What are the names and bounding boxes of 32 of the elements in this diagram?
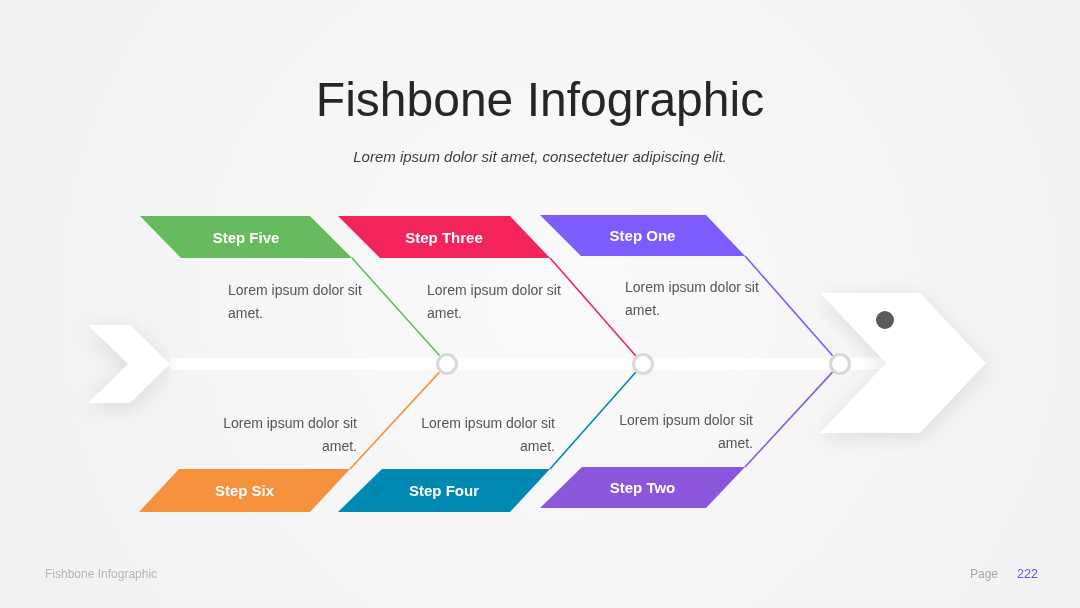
connector-line: [549, 371, 637, 470]
footer-text: Fishbone Infographic: [45, 566, 158, 582]
spine-line: [170, 358, 436, 370]
junction-circle: [632, 353, 654, 375]
step-banner: Step Four: [338, 469, 550, 512]
description-text: Lorem ipsum dolor sit amet.: [420, 413, 555, 456]
description-text: Lorem ipsum dolor sit amet.: [618, 410, 753, 453]
page-label: Page: [970, 566, 999, 582]
description-text: Lorem ipsum dolor sit amet.: [427, 280, 562, 323]
step-banner: Step Three: [338, 216, 550, 258]
step-banner: Step Two: [540, 467, 745, 508]
subtitle-text: Lorem ipsum dolor sit amet, consectetuer adipiscing elit.: [352, 147, 728, 167]
connector-line: [744, 255, 834, 357]
title-text: Fishbone Infographic: [314, 72, 766, 128]
connector-line: [351, 257, 441, 357]
page-number: 222: [1017, 566, 1038, 582]
connector-line: [349, 371, 441, 470]
description-text: Lorem ipsum dolor sit amet.: [222, 413, 357, 456]
step-banner: Step Five: [140, 216, 352, 258]
spine-line: [850, 357, 887, 370]
junction-circle: [829, 353, 851, 375]
spine-line: [654, 358, 829, 370]
step-banner: Step Six: [139, 469, 350, 512]
fish-tail: [88, 325, 170, 403]
connector-line: [549, 257, 637, 357]
connector-line: [744, 371, 834, 468]
fish-head: [820, 293, 986, 433]
description-text: Lorem ipsum dolor sit amet.: [625, 277, 760, 320]
junction-circle: [436, 353, 458, 375]
spine-line: [458, 358, 632, 370]
description-text: Lorem ipsum dolor sit amet.: [228, 280, 363, 323]
step-banner: Step One: [540, 215, 745, 256]
